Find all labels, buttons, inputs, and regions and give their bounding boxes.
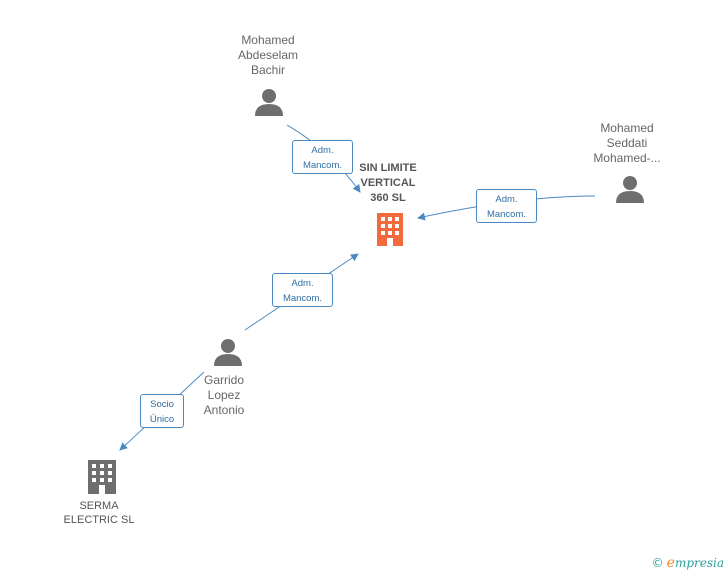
edge-label-line: Adm. bbox=[495, 194, 518, 205]
edge-label-abdeselam-sinlimite: Adm. Mancom. bbox=[292, 140, 353, 174]
edge-label-line: Adm. bbox=[311, 145, 334, 156]
edge-label-line: Adm. bbox=[291, 278, 314, 289]
edge-label-line: Mancom. bbox=[486, 209, 527, 220]
copyright-icon: © bbox=[651, 556, 664, 570]
edge-label-line: Mancom. bbox=[302, 160, 343, 171]
node-label-garrido[interactable]: Garrido Lopez Antonio bbox=[203, 373, 245, 417]
building-icon[interactable] bbox=[88, 460, 116, 494]
brand-initial: e bbox=[666, 555, 675, 571]
person-icon[interactable] bbox=[616, 176, 644, 203]
edge-label-line: Único bbox=[149, 414, 175, 425]
person-icon[interactable] bbox=[255, 89, 283, 116]
edge-label-line: Socio bbox=[150, 399, 174, 410]
edge-label-seddati-sinlimite: Adm. Mancom. bbox=[476, 189, 537, 223]
node-label-serma[interactable]: SERMA ELECTRIC SL bbox=[63, 500, 135, 526]
node-label-sin-limite[interactable]: SIN LIMITE VERTICAL 360 SL bbox=[359, 162, 417, 204]
edge-label-line: Mancom. bbox=[282, 293, 323, 304]
person-icon[interactable] bbox=[214, 339, 242, 366]
node-label-mohamed-seddati[interactable]: Mohamed Seddati Mohamed-... bbox=[593, 121, 661, 165]
edge-label-garrido-sinlimite: Adm. Mancom. bbox=[272, 273, 333, 307]
node-label-mohamed-abdeselam[interactable]: Mohamed Abdeselam Bachir bbox=[237, 33, 299, 77]
empresia-logo[interactable]: ©empresia bbox=[652, 555, 724, 571]
building-icon[interactable] bbox=[377, 213, 403, 246]
brand-name: mpresia bbox=[674, 556, 724, 570]
edge-label-garrido-serma: Socio Único bbox=[140, 394, 184, 428]
